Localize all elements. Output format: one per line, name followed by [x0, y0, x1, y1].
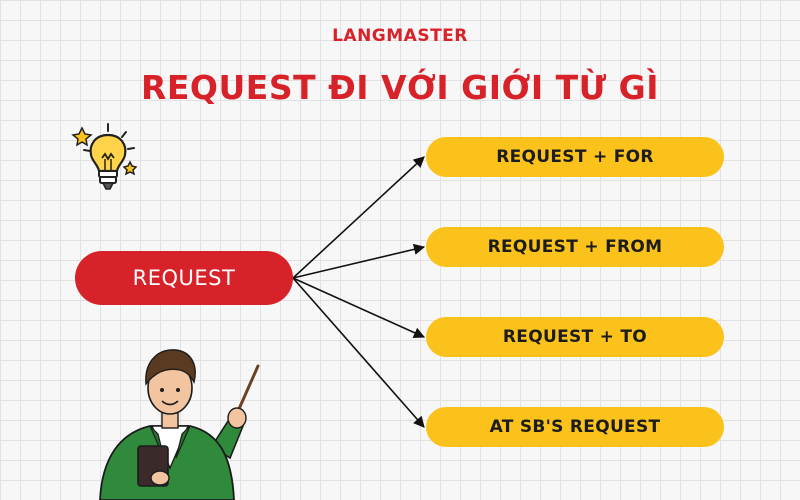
branch-at-sbs-request: AT SB'S REQUEST [426, 407, 724, 447]
arrow-to-branch-2 [292, 243, 426, 279]
brand-logo: LANGMASTER [332, 26, 468, 46]
branch-request-from: REQUEST + FROM [426, 227, 724, 267]
branch-request-to: REQUEST + TO [426, 317, 724, 357]
branch-request-for: REQUEST + FOR [426, 137, 724, 177]
arrow-to-branch-3 [292, 277, 426, 338]
lightbulb-icon [71, 123, 138, 190]
center-node-request: REQUEST [75, 251, 293, 305]
arrow-to-branch-4 [292, 277, 425, 428]
arrow-to-branch-1 [292, 156, 425, 279]
teacher-illustration [99, 349, 260, 500]
page-title: REQUEST ĐI VỚI GIỚI TỪ GÌ [140, 68, 660, 107]
